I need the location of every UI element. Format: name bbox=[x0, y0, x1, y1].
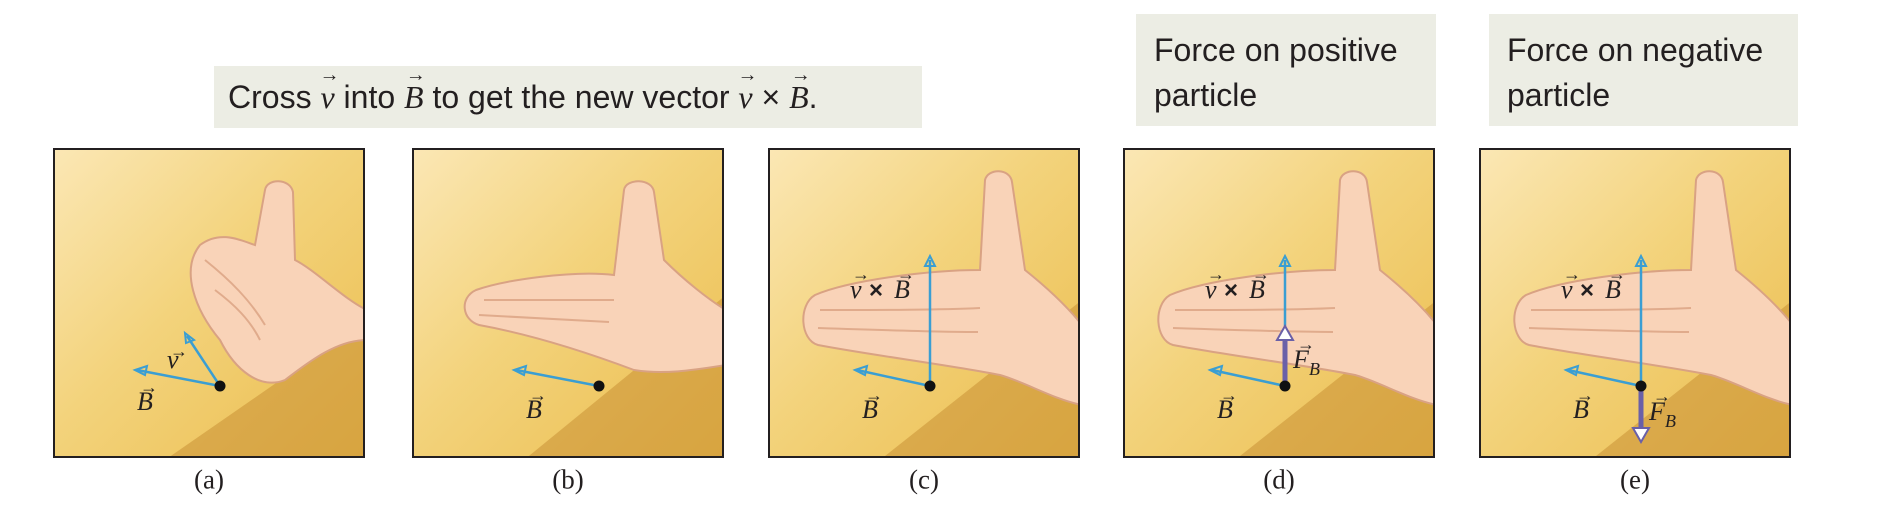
b-vector-label: B bbox=[137, 387, 153, 416]
force-arrow-icon: → bbox=[1653, 386, 1671, 406]
b-arrow-icon: → bbox=[529, 385, 547, 405]
instruction-b-symbol: B bbox=[404, 79, 424, 116]
panel-b: B → bbox=[412, 148, 724, 458]
panel-c: v → × B → B → bbox=[768, 148, 1080, 458]
force-label: F bbox=[1648, 397, 1666, 426]
b-arrow-icon: → bbox=[140, 377, 158, 397]
instruction-prefix: Cross bbox=[228, 78, 312, 115]
instruction-v-symbol: v bbox=[320, 79, 334, 116]
force-arrow-icon: → bbox=[1297, 334, 1315, 354]
force-label: F bbox=[1292, 345, 1310, 374]
v-arrow-icon: → bbox=[1207, 264, 1225, 284]
b-arrow-icon: → bbox=[897, 264, 915, 284]
b-vector-label-cross: B bbox=[894, 275, 910, 304]
panel-a: v → B → bbox=[53, 148, 365, 458]
instruction-cross-b-symbol: B bbox=[789, 79, 809, 116]
negative-force-label: Force on negative particle bbox=[1489, 14, 1798, 126]
cross-times-label: × bbox=[1580, 277, 1594, 304]
caption-c: (c) bbox=[909, 464, 939, 495]
panel-e-illustration: v → × B → F B → B → bbox=[1513, 170, 1789, 456]
instruction-into: into bbox=[343, 78, 396, 115]
instruction-middle: to get the new vector bbox=[432, 78, 730, 115]
instruction-cross-v-symbol: v bbox=[738, 79, 752, 116]
cross-times-label: × bbox=[869, 277, 883, 304]
instruction-period: . bbox=[808, 78, 818, 115]
v-vector-label: v bbox=[1561, 275, 1573, 304]
v-vector-label: v bbox=[167, 345, 179, 374]
caption-a: (a) bbox=[194, 464, 224, 495]
caption-d: (d) bbox=[1263, 464, 1295, 495]
panel-b-illustration: B → bbox=[463, 180, 722, 456]
caption-b: (b) bbox=[552, 464, 584, 495]
v-arrow-icon: → bbox=[852, 264, 870, 284]
b-arrow-icon: → bbox=[1220, 385, 1238, 405]
v-vector-label: v bbox=[1205, 275, 1217, 304]
hand-icon bbox=[1513, 170, 1789, 406]
b-vector-label: B bbox=[526, 395, 542, 424]
b-arrow-icon: → bbox=[1576, 385, 1594, 405]
caption-e: (e) bbox=[1620, 464, 1650, 495]
panel-d-illustration: v → × B → F B → B → bbox=[1157, 170, 1433, 456]
panel-d: v → × B → F B → B → bbox=[1123, 148, 1435, 458]
v-arrow-icon: → bbox=[170, 341, 188, 361]
positive-force-label: Force on positive particle bbox=[1136, 14, 1436, 126]
b-vector-label: B bbox=[862, 395, 878, 424]
instruction-times: × bbox=[761, 78, 781, 115]
panel-c-illustration: v → × B → B → bbox=[802, 170, 1078, 456]
cross-times-label: × bbox=[1224, 277, 1238, 304]
b-arrow-icon: → bbox=[865, 385, 883, 405]
b-arrow-icon: → bbox=[1252, 264, 1270, 284]
force-subscript: B bbox=[1665, 411, 1676, 431]
b-vector-label-cross: B bbox=[1249, 275, 1265, 304]
v-arrow-icon: → bbox=[1563, 264, 1581, 284]
hand-icon bbox=[802, 170, 1078, 406]
b-vector-label: B bbox=[1573, 395, 1589, 424]
instruction-label: Cross v into B to get the new vector v ×… bbox=[214, 66, 922, 128]
b-vector-label: B bbox=[1217, 395, 1233, 424]
b-arrow-icon: → bbox=[1608, 264, 1626, 284]
v-vector-label: v bbox=[850, 275, 862, 304]
b-vector-label-cross: B bbox=[1605, 275, 1621, 304]
force-subscript: B bbox=[1309, 359, 1320, 379]
hand-icon bbox=[463, 180, 722, 374]
panel-a-illustration: v → B → bbox=[132, 180, 363, 456]
hand-icon bbox=[189, 180, 363, 384]
panel-e: v → × B → F B → B → bbox=[1479, 148, 1791, 458]
hand-icon bbox=[1157, 170, 1433, 406]
